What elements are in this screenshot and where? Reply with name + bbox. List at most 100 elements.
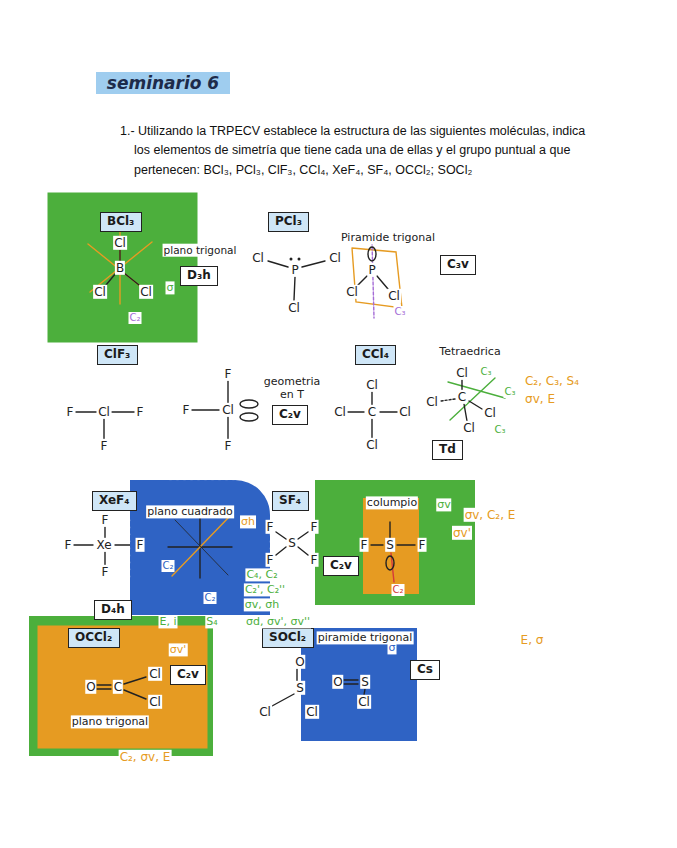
bond <box>380 411 397 412</box>
point-group-box: Cs <box>410 660 440 680</box>
bond <box>344 679 358 680</box>
symmetry-element-label: C₂, σv, E <box>119 750 172 764</box>
symmetry-element-label: C₂ <box>162 560 175 572</box>
atom-label: Cl <box>398 405 412 419</box>
symmetry-element-label: σv' <box>452 526 472 540</box>
atom-label: Cl <box>148 667 162 681</box>
bond <box>358 276 367 285</box>
bond <box>348 411 364 412</box>
symmetry-element-label: C₃ <box>480 366 493 378</box>
symmetry-element-label: σh <box>240 515 256 528</box>
atom-label: C <box>113 680 123 694</box>
bond <box>272 694 294 706</box>
symmetry-axis <box>172 516 230 576</box>
lone-pair-lobe <box>240 413 258 421</box>
problem-statement: 1.- Utilizando la TRPECV establece la es… <box>120 122 590 180</box>
lone-pair-dot <box>290 258 293 261</box>
bond <box>97 688 111 689</box>
symmetry-element-label: C₂ <box>204 592 217 604</box>
atom-label: F <box>64 538 73 552</box>
bond <box>124 273 139 285</box>
geometry-label: plano cuadrado <box>146 505 234 518</box>
point-group-box: C₂v <box>323 556 359 576</box>
atom-label: O <box>294 655 305 669</box>
atom-label: C <box>367 405 377 419</box>
box-text: C₃v <box>447 257 469 271</box>
atom-label: Cl <box>425 395 439 409</box>
atom-label: Cl <box>345 285 359 299</box>
atom-label: Cl <box>357 695 371 709</box>
atom-label: F <box>418 538 427 552</box>
bond <box>74 544 93 545</box>
atom-label: Cl <box>365 438 379 452</box>
bond <box>389 522 390 538</box>
atom-label: F <box>136 405 145 419</box>
geometry-label: geometria en T <box>259 375 325 401</box>
atom-label: P <box>290 263 299 277</box>
symmetry-element-label: σ <box>166 281 175 294</box>
molecule-box: CCl₄ <box>355 345 396 365</box>
atom-label: C <box>457 390 467 404</box>
molecule-box: PCl₃ <box>268 212 309 232</box>
atom-label: Cl <box>462 421 476 435</box>
box-text: SOCl₂ <box>269 630 306 644</box>
atom-label: O <box>85 680 96 694</box>
geometry-label: Tetraedrica <box>438 345 501 358</box>
symmetry-element-label: C₂ <box>392 584 405 596</box>
bond <box>124 690 146 699</box>
symmetry-element-label: σd, σv', σv'' <box>245 615 311 628</box>
atom-label: F <box>182 403 191 417</box>
symmetry-element-label: C₂', C₂'' <box>244 583 286 596</box>
box-text: D₃h <box>187 268 211 282</box>
molecule-box: OCCl₂ <box>68 628 120 648</box>
atom-label: F <box>266 553 275 567</box>
point-group-box: C₃v <box>440 255 476 275</box>
atom-label: F <box>266 520 275 534</box>
bond <box>112 411 134 412</box>
geometry-label: plano trigonal <box>163 244 238 257</box>
bond <box>268 261 288 267</box>
molecule-box: BCl₃ <box>100 212 142 232</box>
atom-label: Cl <box>455 366 469 380</box>
atom-label: Cl <box>387 289 401 303</box>
atom-label: F <box>136 538 145 552</box>
symmetry-element-label: C₂, C₃, S₄ <box>524 374 580 388</box>
bond <box>124 677 146 684</box>
symmetry-plane <box>165 515 235 580</box>
point-group-box: D₄h <box>94 600 132 620</box>
symmetry-element-label: C₃ <box>504 386 517 398</box>
atom-label: Cl <box>113 236 127 250</box>
bond <box>294 277 295 300</box>
bond <box>397 544 415 545</box>
page-title: seminario 6 <box>107 73 219 93</box>
symmetry-element-label: C₃ <box>394 306 407 318</box>
atom-label: F <box>310 520 319 534</box>
atom-label: Cl <box>139 285 153 299</box>
bond <box>296 669 297 681</box>
symmetry-element-label: σv' <box>169 643 188 656</box>
bond <box>469 401 482 409</box>
symmetry-plane <box>377 512 405 580</box>
atom-label: P <box>367 263 376 277</box>
atom-label: Cl <box>258 705 272 719</box>
bond <box>103 419 104 439</box>
atom-label: F <box>101 513 110 527</box>
molecule-box: SOCl₂ <box>262 628 314 648</box>
molecule-box: SF₄ <box>272 491 309 511</box>
bond <box>377 276 388 289</box>
box-text: CCl₄ <box>362 347 389 361</box>
symmetry-element-label: S₄ <box>205 615 218 628</box>
lone-pair-lobe <box>386 556 394 570</box>
atom-label: Cl <box>251 251 265 265</box>
symmetry-element-label: σv, E <box>524 392 556 406</box>
atom-label: Cl <box>333 405 347 419</box>
symmetry-element-label: σv <box>436 498 451 511</box>
atom-label: Cl <box>221 403 235 417</box>
atom-label: S <box>295 681 305 695</box>
bond <box>464 404 467 421</box>
bond <box>461 380 462 390</box>
bond <box>371 419 372 438</box>
box-text: OCCl₂ <box>75 630 112 644</box>
atom-label: Cl <box>305 705 319 719</box>
box-text: C₂v <box>279 407 301 421</box>
